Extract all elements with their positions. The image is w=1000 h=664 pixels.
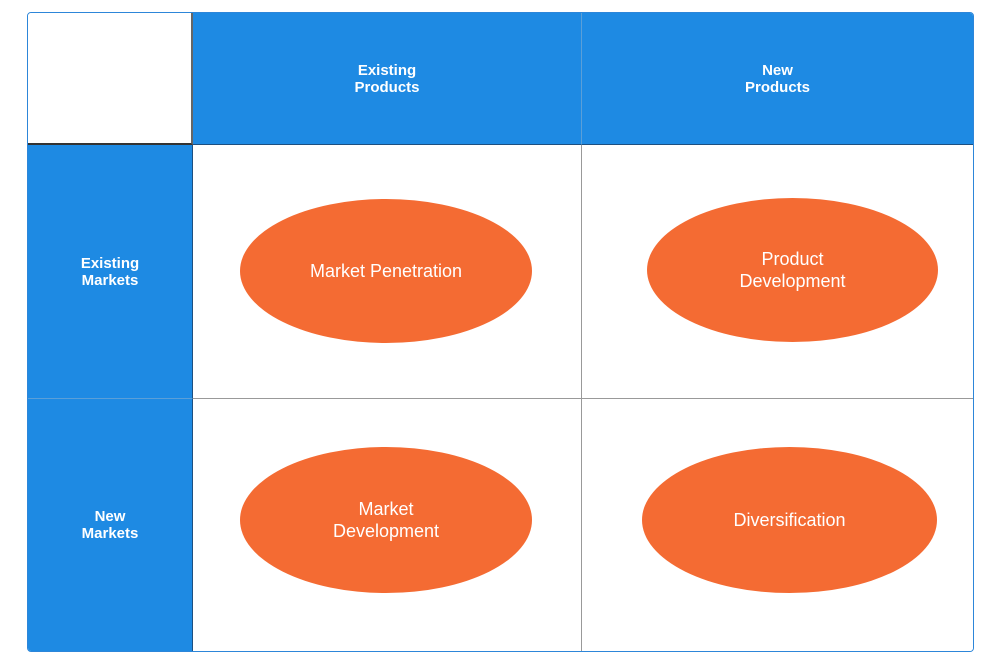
- column-header-new-products: New Products: [582, 13, 973, 145]
- corner-cell: [28, 13, 193, 145]
- column-header-existing-products: Existing Products: [193, 13, 582, 145]
- market-development-oval: Market Development: [240, 447, 532, 593]
- row-header-existing-markets: Existing Markets: [28, 145, 193, 399]
- market-penetration-oval: Market Penetration: [240, 199, 532, 343]
- diversification-oval: Diversification: [642, 447, 937, 593]
- row-header-new-markets: New Markets: [28, 399, 193, 651]
- product-development-oval: Product Development: [647, 198, 938, 342]
